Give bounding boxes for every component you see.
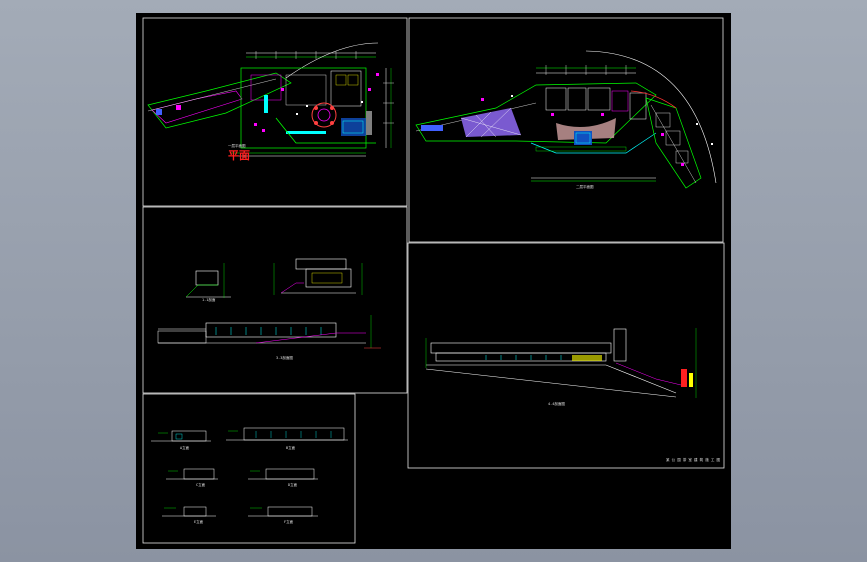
elevation-b-caption: B立面 (286, 445, 296, 450)
elevation-a[interactable] (151, 430, 211, 442)
sheet-frame-section-large[interactable] (407, 242, 725, 469)
elevation-d[interactable] (248, 468, 318, 480)
section-long-3[interactable] (157, 315, 381, 349)
cad-drawing: 平面 一层平面图 (142, 17, 725, 544)
section-long-caption: 3-3剖面图 (276, 355, 293, 360)
sheet-frame-plan-1[interactable] (142, 17, 408, 207)
sheet-frame-plan-2[interactable] (408, 17, 724, 243)
plan-drawing-1[interactable] (147, 42, 394, 157)
section-small-2[interactable] (273, 258, 363, 295)
elevation-b[interactable] (226, 427, 348, 441)
sheet-frame-elevations[interactable] (142, 393, 356, 544)
cad-model-space[interactable]: 平面 一层平面图 (136, 13, 731, 549)
section-small-1-caption: 1-1剖面 (202, 297, 216, 302)
elevation-f[interactable] (248, 506, 318, 517)
sheet-frame-sections[interactable] (142, 206, 408, 394)
title-block-text: 某 公 园 茶 室 建 筑 施 工 图 (666, 457, 720, 462)
elevation-c-caption: C立面 (196, 482, 206, 487)
plan-2-caption: 二层平面图 (576, 184, 594, 189)
elevation-c[interactable] (166, 468, 218, 480)
elevation-a-caption: A立面 (180, 445, 190, 450)
elevation-f-caption: F立面 (284, 519, 294, 524)
elevation-e[interactable] (162, 506, 216, 517)
section-large-4[interactable] (425, 328, 697, 398)
section-small-1[interactable] (185, 263, 231, 298)
section-large-caption: 4-4剖面图 (548, 401, 565, 406)
elevation-e-caption: E立面 (194, 519, 204, 524)
elevation-d-caption: D立面 (288, 482, 298, 487)
plan-1-caption: 一层平面图 (228, 143, 246, 148)
plan-drawing-2[interactable] (415, 50, 717, 189)
plan-1-red-label: 平面 (228, 149, 250, 162)
